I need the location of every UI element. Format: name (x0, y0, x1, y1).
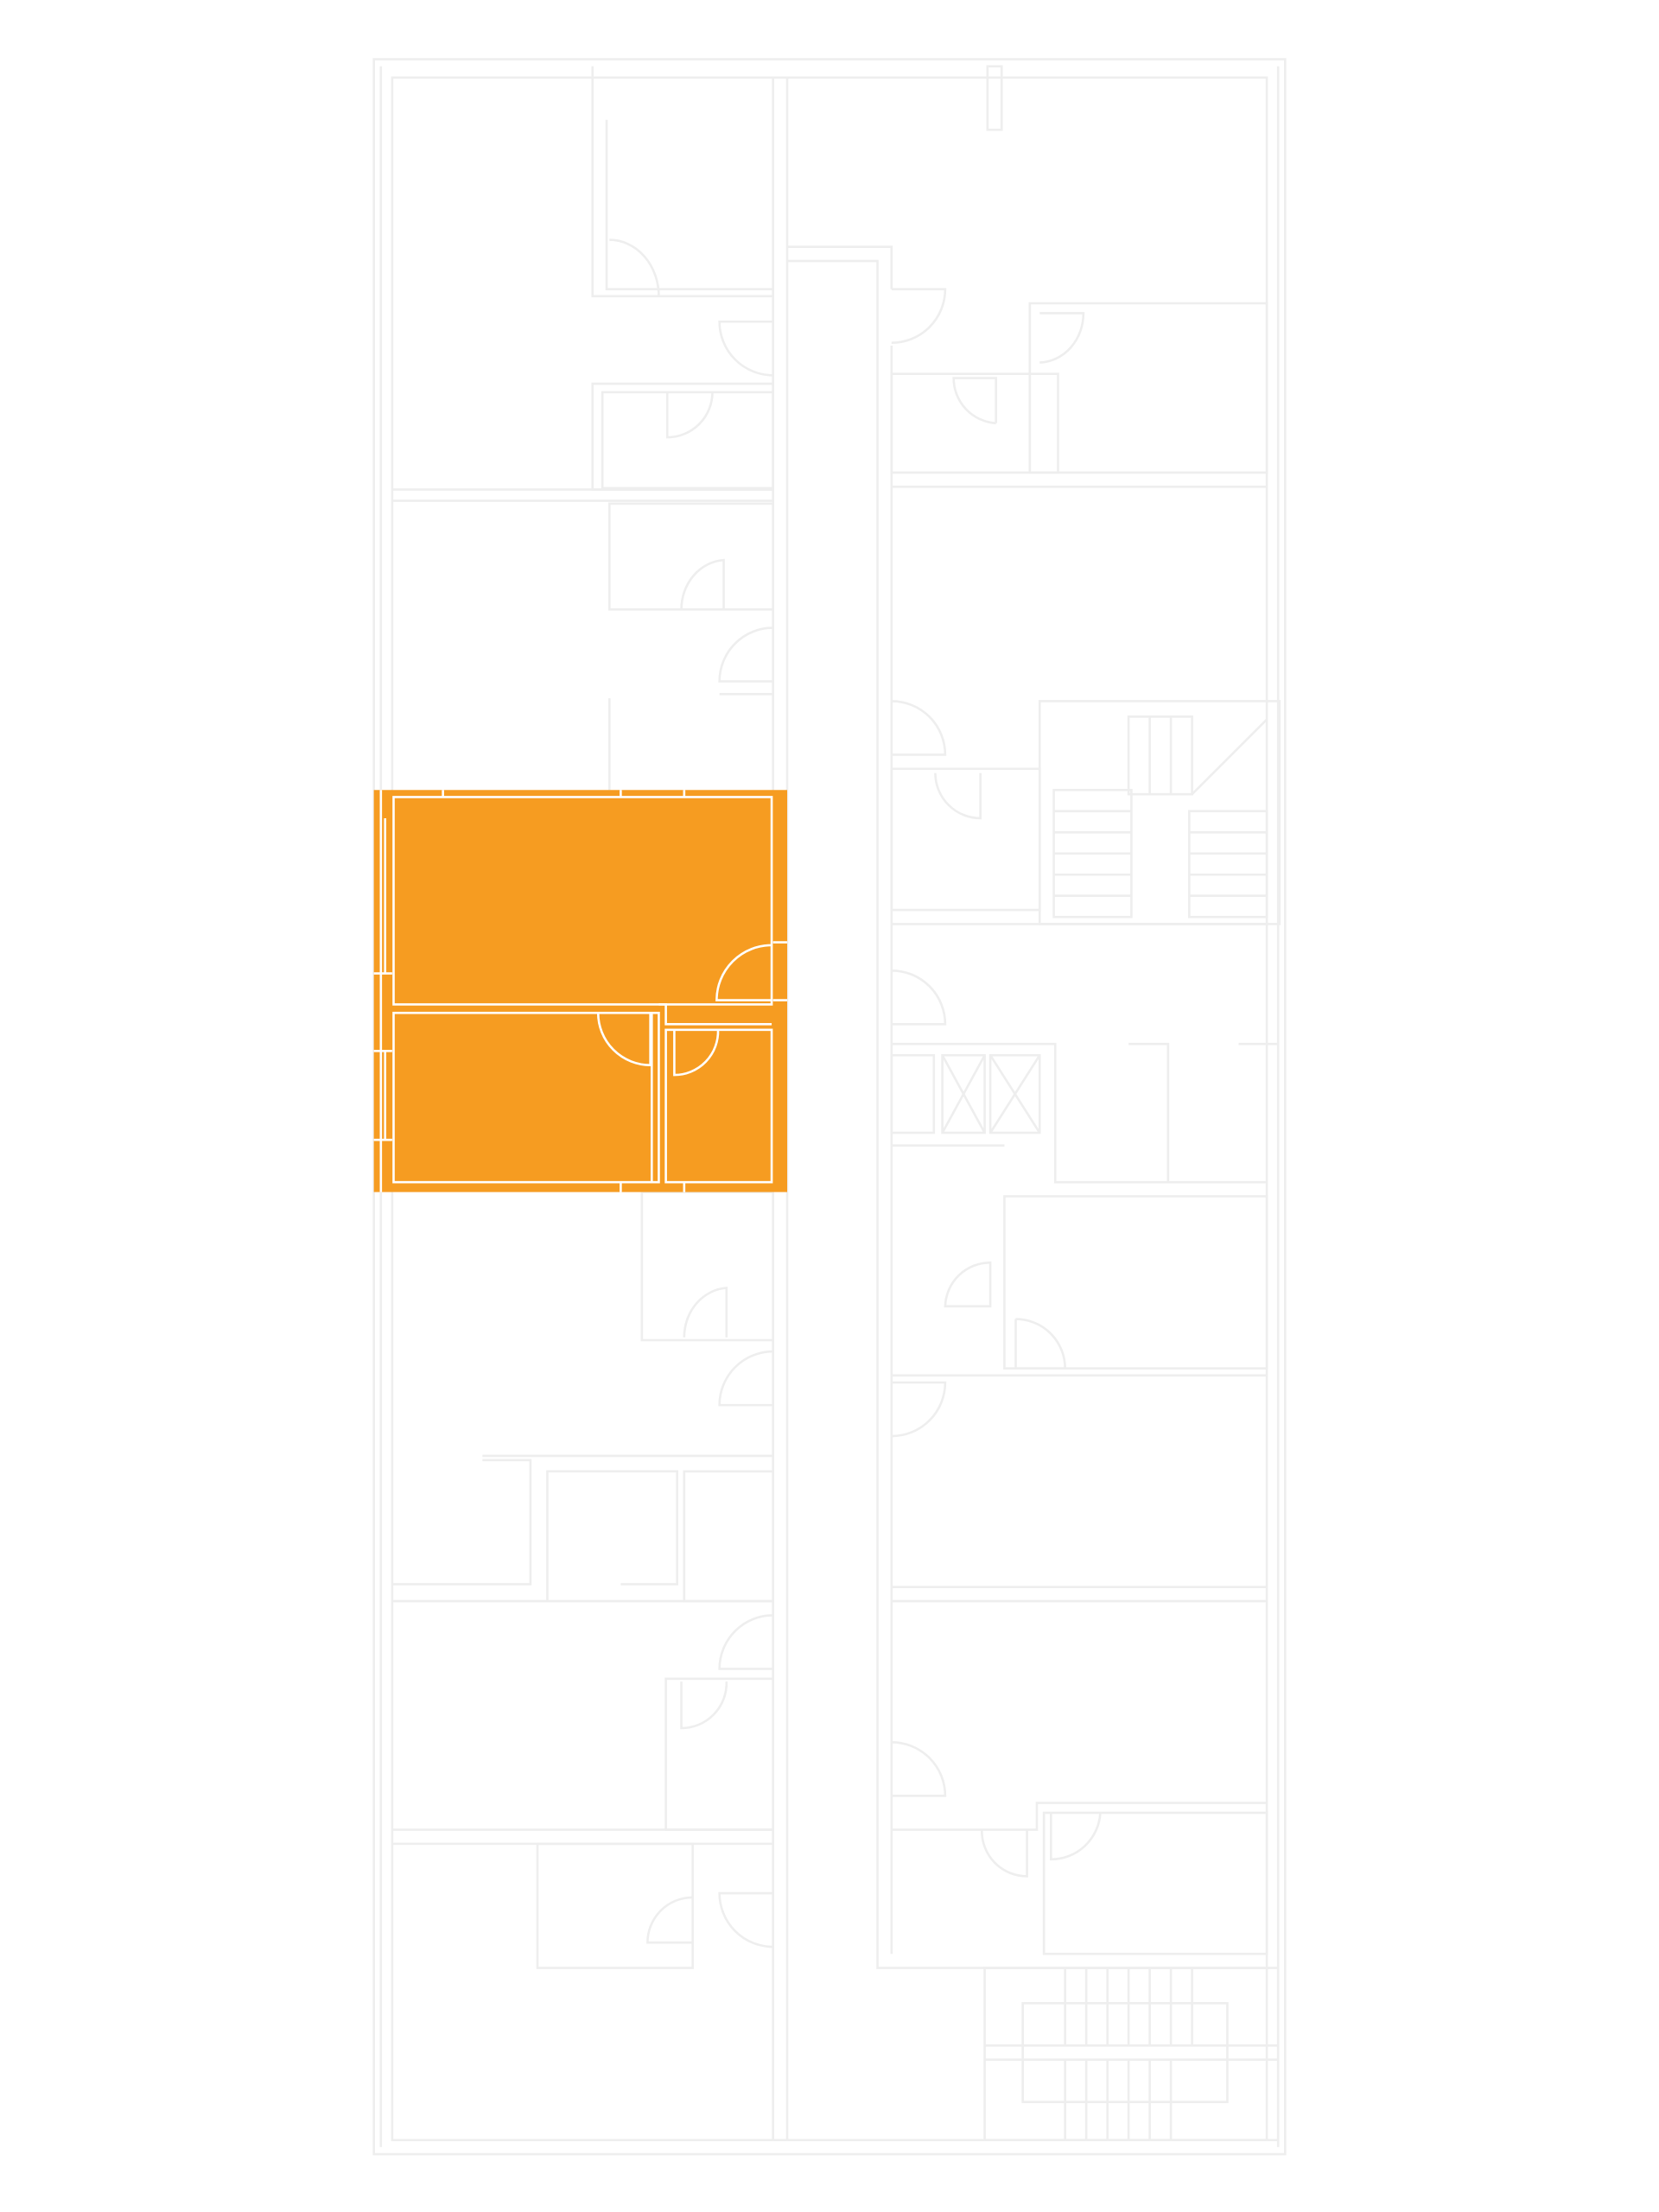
door-swing (1050, 1812, 1102, 1861)
elevator-cross (941, 1054, 986, 1134)
room (536, 1842, 694, 1969)
stair-core (983, 1967, 1280, 2142)
room-bedroom[interactable] (392, 1011, 660, 1184)
door-swing (718, 1350, 773, 1407)
door-swing (952, 377, 997, 425)
door-swing (683, 1287, 728, 1338)
room (683, 1470, 774, 1603)
partition (546, 1470, 678, 1602)
room (1042, 1811, 1268, 1955)
partition (605, 119, 773, 290)
bathroom-door-swing[interactable] (673, 1029, 720, 1077)
door-swing (718, 626, 773, 683)
stair-core (1038, 700, 1281, 925)
stair-tread (1191, 718, 1268, 796)
door-swing (891, 969, 947, 1026)
door-swing (609, 238, 660, 296)
stairs (1052, 715, 1268, 918)
corridor-wall (787, 245, 893, 289)
door-swing (891, 1381, 947, 1438)
bedroom-door-swing[interactable] (596, 1013, 652, 1066)
room (890, 372, 1059, 474)
highlighted-unit-fill[interactable] (373, 790, 788, 1192)
door-swing (1039, 312, 1085, 364)
door-swing (718, 320, 773, 377)
room (890, 767, 1041, 912)
door-swing (891, 700, 947, 756)
room (640, 1191, 774, 1342)
elevator (890, 1053, 936, 1135)
room-living[interactable] (392, 796, 773, 1006)
door-swing (981, 1829, 1028, 1878)
door-swing (934, 772, 982, 820)
column (986, 65, 1003, 131)
elevator-shafts (890, 1053, 1041, 1135)
partition (891, 1802, 1268, 1831)
door-swing (1014, 1318, 1066, 1370)
stair-flight (1127, 715, 1193, 796)
stair-flight (1188, 810, 1268, 918)
room (601, 391, 774, 490)
door-swing (718, 1891, 773, 1948)
door-swing (891, 288, 947, 345)
room (1003, 1195, 1268, 1370)
door-swing (646, 1896, 693, 1944)
stair-flight (1021, 2002, 1229, 2103)
room (1028, 302, 1268, 474)
partition (391, 1459, 532, 1586)
door-swing (680, 558, 725, 610)
left-units (391, 66, 775, 1969)
stairs-lower (983, 1967, 1280, 2142)
door-swing (891, 1741, 947, 1797)
elevator-cross (989, 1054, 1041, 1134)
entry-door-swing[interactable] (715, 944, 772, 1001)
wall-line (658, 1003, 772, 1026)
partition (891, 1042, 1268, 1184)
elevator (941, 1053, 986, 1135)
highlighted-unit[interactable] (373, 790, 788, 1192)
room (608, 502, 774, 611)
right-units (890, 65, 1281, 2142)
door-swing (665, 391, 714, 439)
door-swing (680, 1681, 728, 1730)
door-swing (718, 1614, 773, 1670)
partition (1128, 1042, 1170, 1183)
partition (591, 66, 773, 298)
room (591, 382, 775, 491)
door-swing (944, 1261, 992, 1308)
elevator (988, 1053, 1041, 1135)
